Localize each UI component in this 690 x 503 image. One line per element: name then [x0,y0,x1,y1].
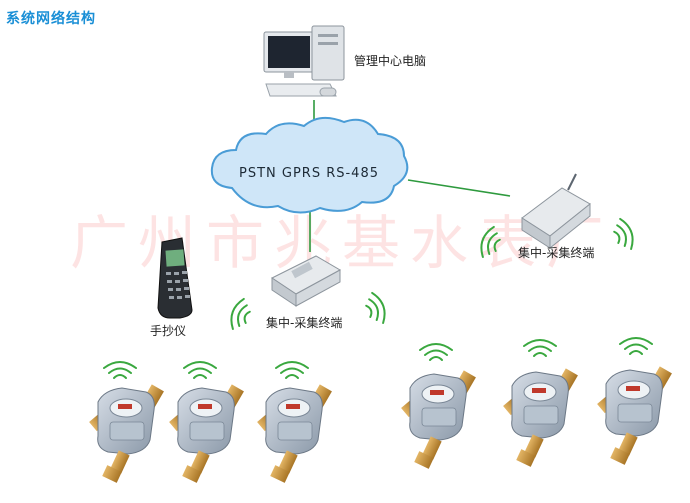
network-cloud [210,116,409,214]
water-meter-icon [256,383,333,484]
water-meter-icon [168,383,245,484]
handheld-device-icon [157,237,193,319]
computer-icon [263,25,345,97]
water-meter-icon [400,369,477,470]
watermark: 广州市兆基水表厂 [70,209,615,277]
wireless-signal-icon [419,343,453,361]
collector-terminal-right-icon [476,173,638,262]
handheld-label: 手抄仪 [150,324,187,338]
wireless-signal-icon [183,361,217,379]
water-meter-group-right [400,337,673,470]
water-meter-icon [596,365,673,466]
link-cloud-collector-right [407,179,511,197]
page-title: 系统网络结构 [6,11,96,27]
wireless-signal-icon [619,337,653,355]
wireless-signal-icon [275,361,309,379]
collector-right-label: 集中-采集终端 [518,246,595,260]
computer-label: 管理中心电脑 [354,54,427,68]
water-meter-group-left [88,361,333,484]
cloud-label: PSTN GPRS RS-485 [239,166,379,181]
collector-terminal-left-icon [226,255,390,334]
wireless-signal-icon [523,339,557,357]
wireless-signal-icon [103,361,137,379]
collector-left-label: 集中-采集终端 [266,316,343,330]
water-meter-icon [502,367,579,468]
water-meter-icon [88,383,165,484]
